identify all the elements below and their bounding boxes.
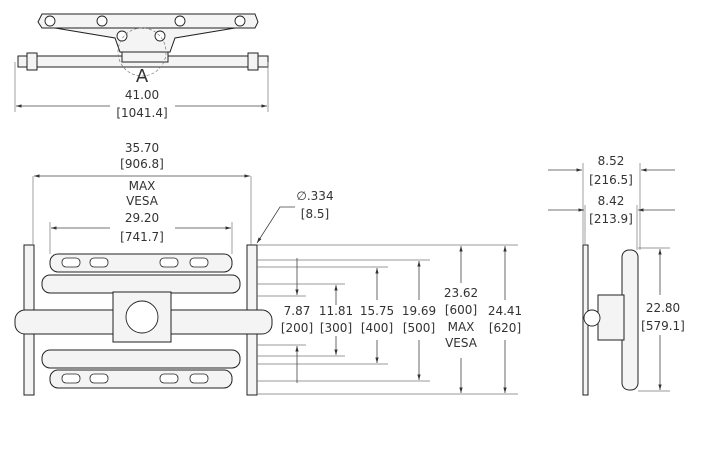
front-view: 35.70 [906.8] MAX VESA 29.20 [741.7] ∅.3… <box>14 141 522 396</box>
overall-height-in: 24.41 <box>488 304 522 318</box>
side-height-in: 22.80 <box>646 301 680 315</box>
height-300-mm: [300] <box>320 321 352 335</box>
height-400-in: 15.75 <box>360 304 394 318</box>
height-400-mm: [400] <box>361 321 393 335</box>
overall-width-in: 41.00 <box>125 88 159 102</box>
vesa-label: VESA <box>126 194 159 208</box>
height-500-in: 19.69 <box>402 304 436 318</box>
height-600-in: 23.62 <box>444 286 478 300</box>
height-500-mm: [500] <box>403 321 435 335</box>
height-200-mm: [200] <box>281 321 313 335</box>
height-600-mm: [600] <box>445 303 477 317</box>
height-600-max: MAX <box>448 320 475 334</box>
top-view: A 41.00 [1041.4] <box>14 13 269 120</box>
overall-height-mm: [620] <box>489 321 521 335</box>
detail-a-label: A <box>136 66 149 87</box>
depth-min-in: 8.42 <box>598 194 625 208</box>
overall-width-mm: [1041.4] <box>116 106 167 120</box>
max-vesa-width-in: 35.70 <box>125 141 159 155</box>
max-vesa-width-mm: [906.8] <box>120 157 164 171</box>
hole-diameter-mm: [8.5] <box>301 207 329 221</box>
depth-max-in: 8.52 <box>598 154 625 168</box>
height-600-vesa: VESA <box>445 336 478 350</box>
height-300-in: 11.81 <box>319 304 353 318</box>
height-200-in: 7.87 <box>284 304 311 318</box>
hole-diameter-in: ∅.334 <box>296 189 333 203</box>
min-width-mm: [741.7] <box>120 230 164 244</box>
min-width-in: 29.20 <box>125 211 159 225</box>
depth-max-mm: [216.5] <box>589 173 633 187</box>
side-height-mm: [579.1] <box>641 319 685 333</box>
depth-min-mm: [213.9] <box>589 212 633 226</box>
side-view: 8.52 [216.5] 8.42 [213.9] 22.80 [579.1] <box>548 154 685 396</box>
max-label: MAX <box>129 179 156 193</box>
